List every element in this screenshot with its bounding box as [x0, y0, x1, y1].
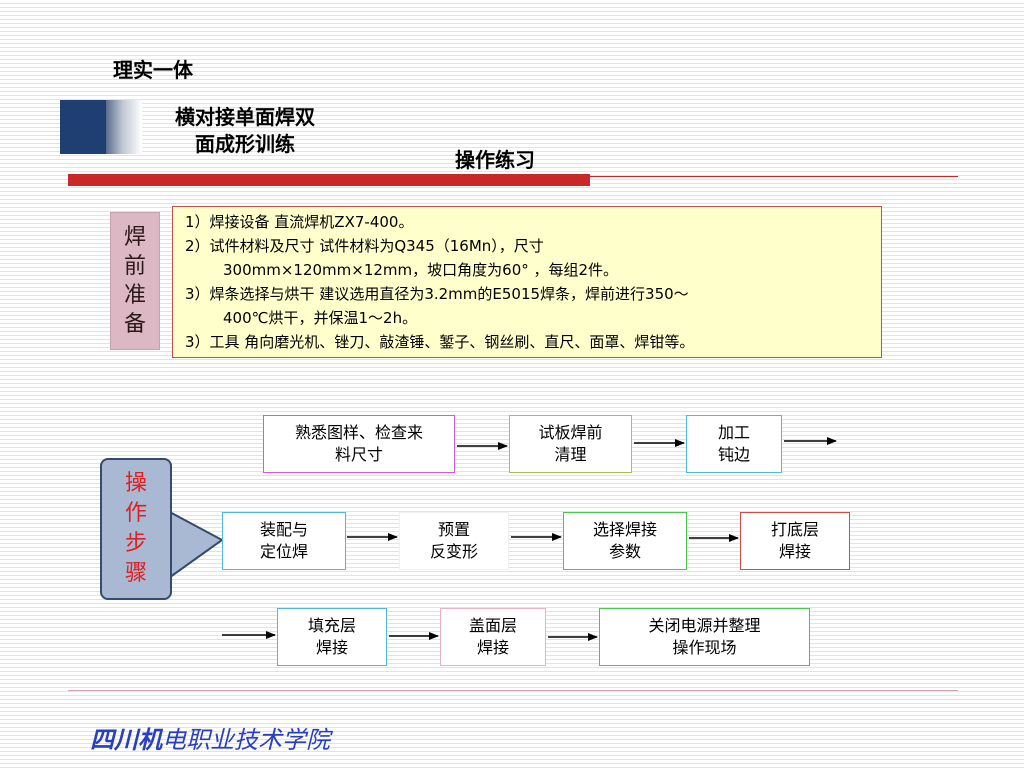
title-red-bar [68, 174, 590, 186]
step-text: 反变形 [429, 542, 478, 561]
logo-fade-block [106, 100, 142, 154]
slide-title-line2: 面成形训练 [195, 132, 295, 156]
step-text: 焊接 [778, 542, 811, 561]
preparation-label: 焊前准备 [110, 212, 160, 350]
logo-navy-block [60, 100, 106, 154]
topic-label: 理实一体 [113, 58, 193, 82]
step-assembly-tack-weld: 装配与定位焊 [222, 512, 346, 570]
step-root-pass: 打底层焊接 [740, 512, 850, 570]
prep-line: 3）工具 角向磨光机、锉刀、敲渣锤、錾子、钢丝刷、直尺、面罩、焊钳等。 [185, 333, 695, 351]
step-text: 清理 [554, 445, 587, 464]
step-text: 焊接 [315, 638, 348, 657]
prep-line: 1）焊接设备 直流焊机ZX7-400。 [185, 213, 414, 231]
step-text: 加工 [717, 423, 750, 442]
operation-steps-label: 操作步骤 [124, 471, 147, 586]
step-text: 装配与 [259, 520, 308, 539]
step-text: 试板焊前 [538, 423, 603, 442]
step-text: 盖面层 [468, 616, 517, 635]
prep-line: 2）试件材料及尺寸 试件材料为Q345（16Mn），尺寸 [185, 237, 544, 255]
step-text: 填充层 [307, 616, 356, 635]
footer-institution-bold: 四川机 [90, 726, 162, 754]
step-text: 钝边 [717, 445, 750, 464]
step-read-drawings: 熟悉图样、检查来料尺寸 [263, 415, 455, 473]
title-red-line [590, 176, 958, 177]
step-text: 定位焊 [259, 542, 308, 561]
prep-line: 3）焊条选择与烘干 建议选用直径为3.2mm的E5015焊条，焊前进行350～ [185, 285, 689, 303]
step-text: 预置 [437, 520, 470, 539]
step-text: 操作现场 [672, 638, 737, 657]
step-machine-root-face: 加工钝边 [686, 415, 782, 473]
operation-steps-callout: 操作步骤 [100, 458, 172, 600]
step-select-parameters: 选择焊接参数 [563, 512, 687, 570]
prep-line: 400℃烘干，并保温1～2h。 [223, 309, 418, 327]
footer-institution-rest: 电职业技术学院 [162, 726, 330, 754]
step-fill-pass: 填充层焊接 [277, 608, 387, 666]
step-text: 料尺寸 [334, 445, 383, 464]
slide-title-line1: 横对接单面焊双 [175, 105, 315, 129]
logo-decoration [60, 100, 142, 154]
step-text: 选择焊接 [592, 520, 657, 539]
footer-institution: 四川机电职业技术学院 [90, 720, 330, 755]
step-clean-plates: 试板焊前清理 [509, 415, 632, 473]
preparation-label-text: 焊前准备 [123, 225, 146, 337]
step-text: 焊接 [476, 638, 509, 657]
slide-subtitle: 操作练习 [455, 148, 535, 172]
step-text: 参数 [608, 542, 641, 561]
footer-divider [68, 690, 958, 691]
step-cap-pass: 盖面层焊接 [440, 608, 546, 666]
step-preset-deformation: 预置反变形 [399, 512, 509, 570]
prep-line: 300mm×120mm×12mm，坡口角度为60° ，每组2件。 [223, 261, 619, 279]
step-text: 熟悉图样、检查来 [294, 423, 423, 442]
slide-title: 横对接单面焊双 面成形训练 [150, 104, 340, 158]
preparation-box: 1）焊接设备 直流焊机ZX7-400。 2）试件材料及尺寸 试件材料为Q345（… [172, 206, 882, 358]
step-text: 关闭电源并整理 [648, 616, 761, 635]
step-shutdown-cleanup: 关闭电源并整理操作现场 [599, 608, 810, 666]
step-text: 打底层 [770, 520, 819, 539]
